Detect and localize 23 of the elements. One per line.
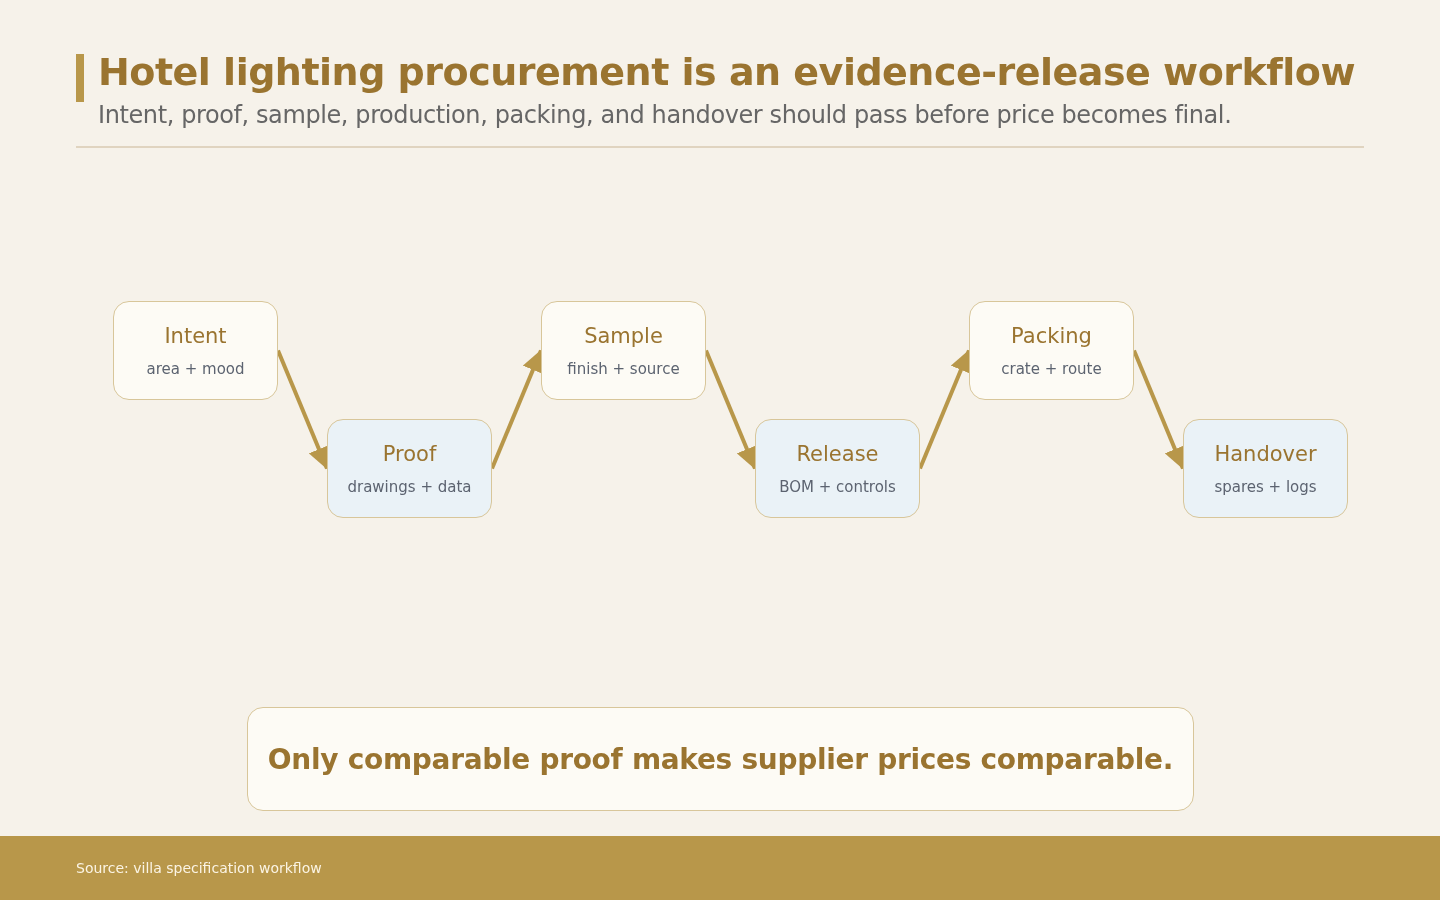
step-detail: BOM + controls bbox=[779, 477, 896, 496]
step-box bbox=[113, 301, 278, 400]
step-detail: drawings + data bbox=[347, 477, 472, 496]
step-title: Handover bbox=[1214, 441, 1317, 466]
step-box bbox=[755, 419, 920, 518]
step-box bbox=[969, 301, 1134, 400]
step-title: Proof bbox=[382, 441, 437, 466]
callout-box bbox=[247, 707, 1194, 811]
step-title: Release bbox=[796, 441, 879, 466]
step-box bbox=[327, 419, 492, 518]
step-title: Intent bbox=[164, 323, 227, 348]
source-note: Source: villa specification workflow bbox=[76, 860, 322, 876]
step-detail: spares + logs bbox=[1214, 477, 1317, 496]
step-detail: area + mood bbox=[146, 359, 245, 378]
callout-text: Only comparable proof makes supplier prices comparable. bbox=[267, 742, 1174, 776]
title: Hotel lighting procurement is an evidence-release workflow bbox=[98, 50, 1356, 94]
step-box bbox=[1183, 419, 1348, 518]
step-detail: finish + source bbox=[567, 359, 680, 378]
step-box bbox=[541, 301, 706, 400]
step-detail: crate + route bbox=[1001, 359, 1102, 378]
subtitle: Intent, proof, sample, production, packing, and handover should pass before price becomes final. bbox=[98, 101, 1232, 129]
step-title: Packing bbox=[1011, 323, 1092, 348]
step-title: Sample bbox=[584, 323, 663, 348]
